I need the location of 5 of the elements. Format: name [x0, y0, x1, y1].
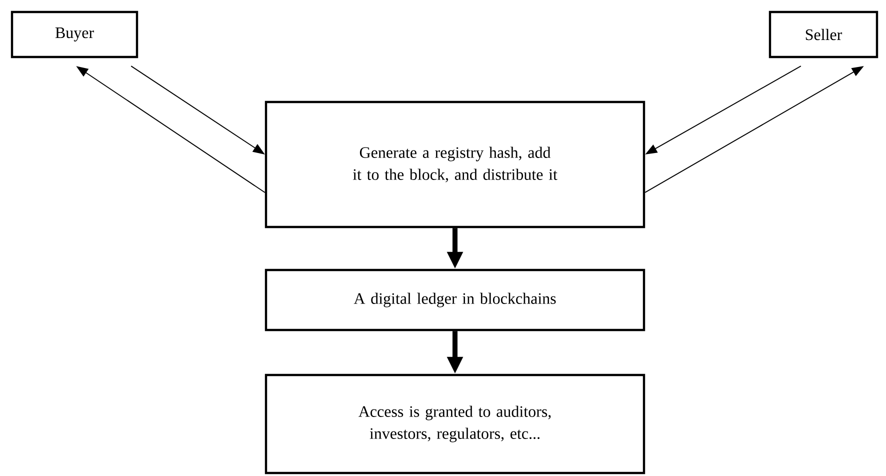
process-box: A digital ledger in blockchains — [264, 268, 646, 332]
process-box: Buyer — [10, 10, 138, 58]
process-box: Access is granted to auditors, investors, regulators, etc... — [264, 374, 646, 474]
process-box: Generate a registry hash, add it to the block, and distribute it — [264, 100, 646, 228]
process-box: Seller — [768, 10, 878, 58]
